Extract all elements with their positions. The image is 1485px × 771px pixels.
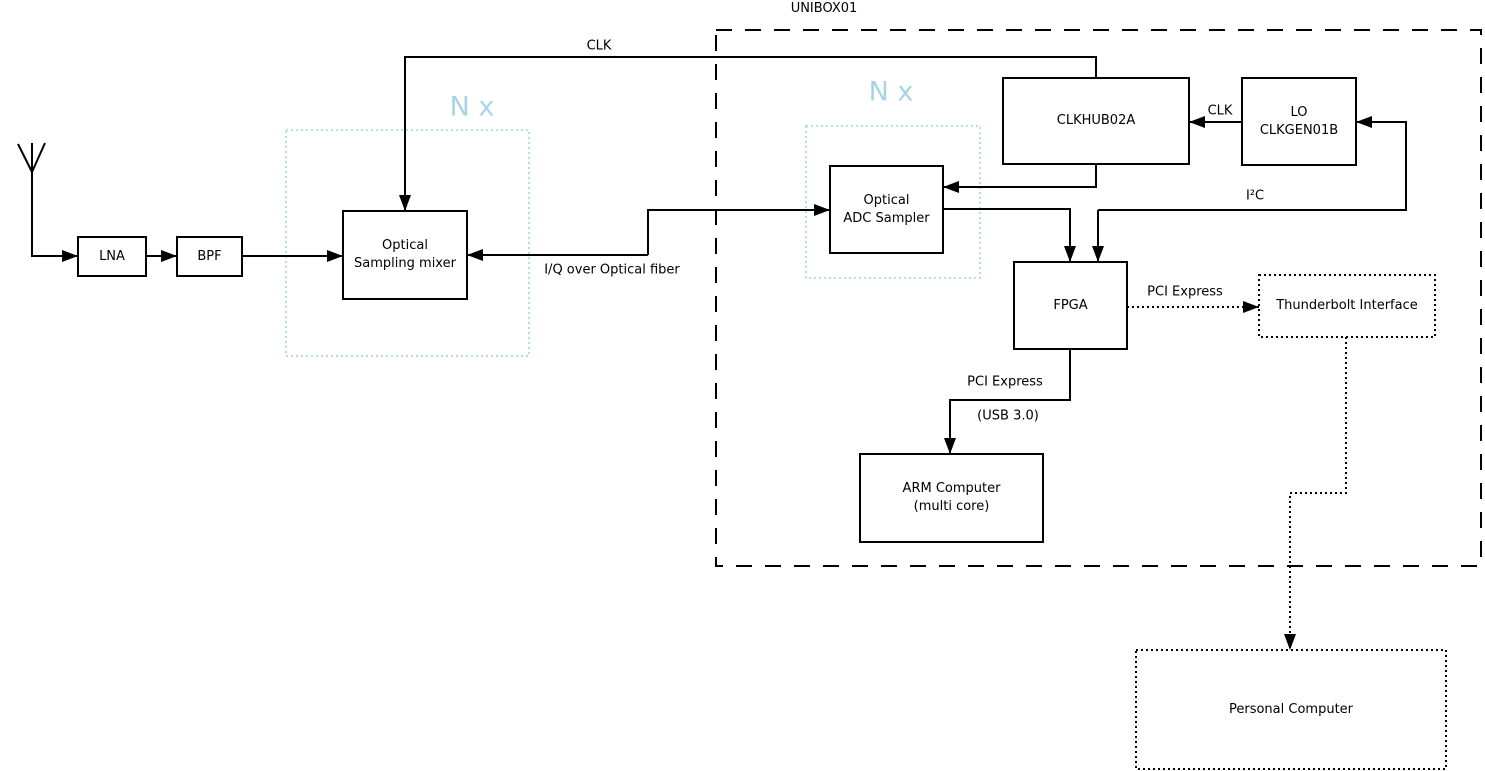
group-nx-right-border	[805, 125, 981, 279]
node-pc-box	[1135, 649, 1447, 770]
edge-clk-to-mixer	[399, 56, 1097, 211]
edge-thunderbolt-to-pc	[1284, 337, 1347, 650]
edge-adc-to-fpga	[943, 208, 1076, 262]
node-thunderbolt-box	[1258, 274, 1436, 338]
node-fpga-box	[1013, 261, 1128, 350]
edge-antenna-to-lna	[31, 143, 78, 262]
edge-i2c-to-lo	[1098, 116, 1407, 211]
node-lna-box	[77, 236, 147, 277]
node-clkhub-box	[1002, 77, 1190, 165]
node-lo-box	[1241, 77, 1357, 166]
edge-iq-fiber-to-adc	[647, 204, 830, 255]
antenna-arm-right-icon	[31, 142, 46, 173]
group-nx-left-border	[285, 129, 530, 357]
node-mixer-box	[342, 210, 468, 300]
edge-clkhub-to-adc	[943, 164, 1097, 193]
node-bpf-box	[176, 236, 243, 277]
group-unibox-border	[715, 29, 1482, 567]
antenna-arm-left-icon	[17, 143, 33, 173]
node-arm-box	[859, 453, 1044, 543]
node-adc-box	[829, 165, 944, 254]
edge-fpga-to-arm	[944, 349, 1071, 454]
